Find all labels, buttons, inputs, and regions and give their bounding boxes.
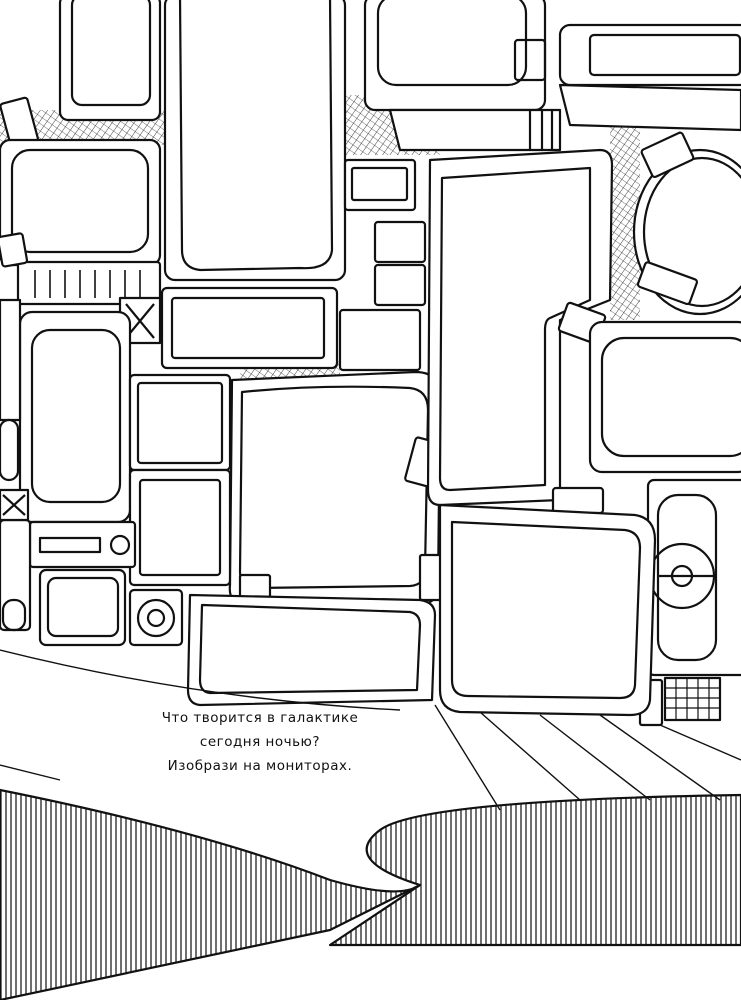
monitor-left-3 <box>18 310 132 524</box>
monitor-top-left <box>58 0 162 122</box>
floor-hatching-left <box>0 788 422 1000</box>
radar-panel <box>646 478 741 677</box>
caption-line-1: Что творится в галактике <box>161 710 359 726</box>
coloring-instruction: Что творится в галактике сегодня ночью? … <box>115 706 405 778</box>
monitor-bottom-center <box>438 503 657 717</box>
caption-line-2: сегодня ночью? <box>199 734 321 750</box>
monitor-right-tall <box>426 148 614 507</box>
keyboard <box>663 676 722 722</box>
monitor-top-center <box>163 0 347 282</box>
floor-hatching-right <box>328 793 741 947</box>
monitor-right-mid <box>588 320 741 474</box>
panel-top-right <box>558 23 741 87</box>
monitor-small-center <box>160 286 339 370</box>
caption-line-3: Изобрази на мониторах. <box>167 758 353 774</box>
monitor-bottom-bar <box>186 593 437 707</box>
monitor-big-center <box>228 370 442 607</box>
monitor-top-right <box>363 0 547 112</box>
